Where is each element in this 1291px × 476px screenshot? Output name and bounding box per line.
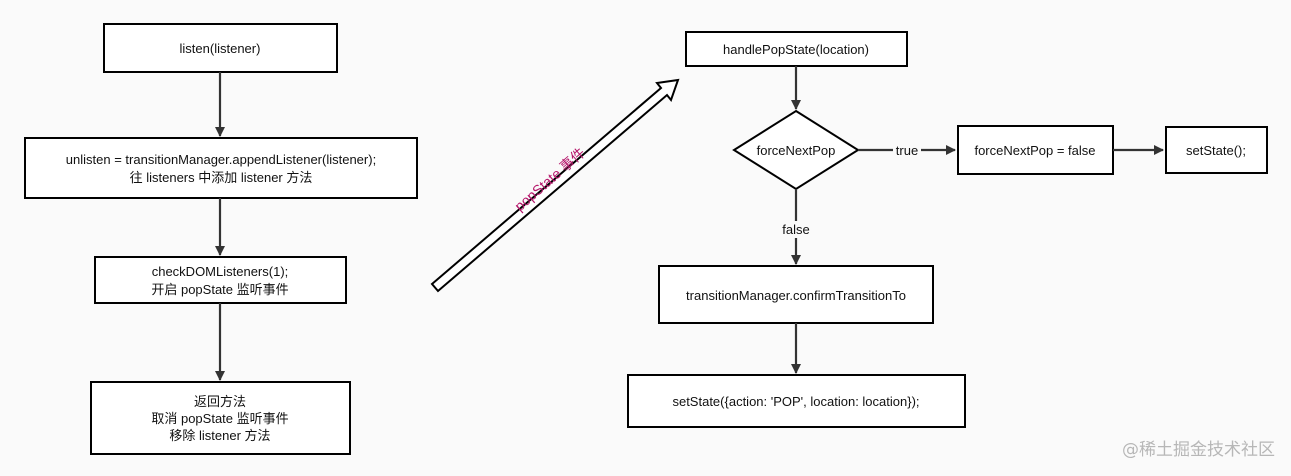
setstate-box: [1165, 126, 1268, 174]
listen-box: [103, 23, 338, 73]
decision-text: forceNextPop: [757, 143, 836, 158]
return-text-line1: 返回方法: [194, 394, 246, 409]
confirm-transition-box: [658, 265, 934, 324]
setstate-pop-text: setState({action: 'POP', location: locat…: [672, 394, 919, 409]
setstate-pop-box: [627, 374, 966, 428]
true-edge-label: true: [896, 143, 918, 158]
handle-popstate-text: handlePopState(location): [723, 42, 869, 57]
return-text-line2: 取消 popState 监听事件: [151, 411, 288, 426]
popstate-event-label: popState 事件: [511, 144, 588, 214]
unlisten-box: [24, 137, 418, 199]
false-edge-label: false: [782, 222, 809, 237]
unlisten-text-line2: 往 listeners 中添加 listener 方法: [130, 170, 313, 185]
true-label-bg: [893, 142, 921, 158]
popstate-event-arrow: [430, 78, 680, 293]
confirm-transition-text: transitionManager.confirmTransitionTo: [686, 288, 906, 303]
check-listeners-box: [94, 256, 347, 304]
false-label-bg: [778, 221, 814, 238]
watermark: @稀土掘金技术社区: [1122, 440, 1275, 460]
unlisten-text-line1: unlisten = transitionManager.appendListe…: [66, 152, 376, 167]
check-text-line1: checkDOMListeners(1);: [152, 264, 289, 279]
return-text-line3: 移除 listener 方法: [169, 428, 270, 443]
return-box: [90, 381, 351, 455]
check-text-line2: 开启 popState 监听事件: [151, 282, 288, 297]
listen-text: listen(listener): [180, 41, 261, 56]
setstate-text: setState();: [1186, 143, 1246, 158]
force-false-text: forceNextPop = false: [974, 143, 1095, 158]
